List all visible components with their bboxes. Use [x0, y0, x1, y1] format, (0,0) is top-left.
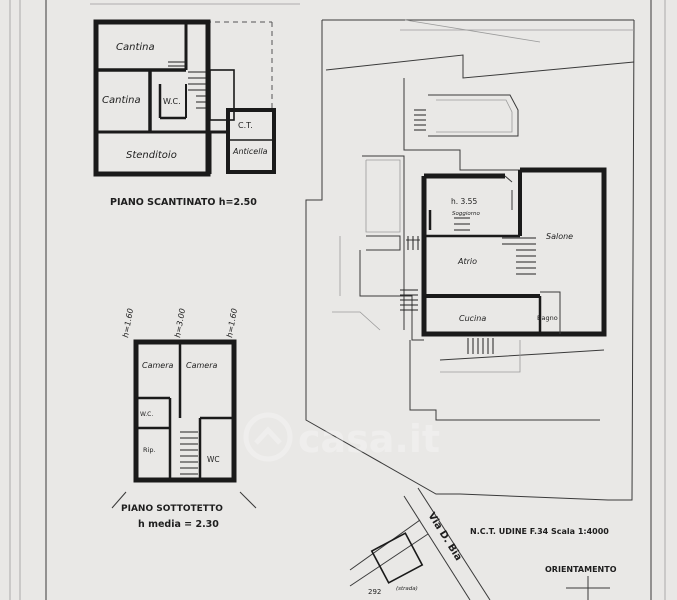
- street-label: Via D. Bia: [425, 511, 463, 563]
- height-label: h=1.60: [121, 308, 135, 339]
- attic-height-caption: h media = 2.30: [138, 519, 219, 530]
- room-label: Camera: [186, 361, 217, 370]
- room-label: Camera: [142, 361, 173, 370]
- kitchen-step-icon: [467, 338, 494, 354]
- room-label: Rip.: [143, 446, 156, 454]
- basement-caption: PIANO SCANTINATO h=2.50: [110, 197, 257, 208]
- watermark: casa.it: [243, 412, 440, 462]
- ground-entry-stair-icon: [414, 109, 426, 131]
- attic-stair-icon: [180, 431, 198, 475]
- basement-plan: Cantina Cantina W.C. C.T. Anticella Sten…: [93, 19, 276, 208]
- room-height-label: h. 3.55: [451, 197, 477, 206]
- room-label: C.T.: [238, 121, 253, 130]
- attic-plan: h=1.60 h=3.00 h=1.60 Camera Camera W.C. …: [111, 308, 257, 530]
- side-stair-icon: [400, 236, 419, 311]
- parcel-label: 292: [368, 588, 381, 596]
- parcel-note: (strada): [396, 586, 418, 592]
- room-label: Soggiorno: [452, 211, 480, 217]
- room-label: W.C.: [140, 411, 153, 418]
- orientation-label: ORIENTAMENTO: [545, 565, 617, 574]
- basement-stair-icon: [168, 61, 206, 109]
- room-label: Cucina: [459, 314, 486, 323]
- watermark-text: casa.it: [298, 417, 440, 461]
- room-label: WC: [207, 455, 220, 464]
- height-label: h=3.00: [173, 308, 187, 339]
- height-label: h=1.60: [225, 308, 239, 339]
- site-location-map: N.C.T. UDINE F.34 Scala 1:4000 Via D. Bi…: [349, 487, 617, 600]
- room-label: Anticella: [232, 147, 268, 156]
- room-label: Salone: [546, 232, 573, 241]
- room-label: Cantina: [116, 42, 155, 53]
- room-label: W.C.: [163, 97, 181, 106]
- house-logo-icon: [243, 412, 293, 462]
- room-label: Stenditoio: [126, 150, 177, 161]
- room-label: Cantina: [102, 95, 141, 106]
- room-label: Atrio: [457, 257, 477, 266]
- attic-caption: PIANO SOTTOTETTO: [121, 504, 223, 514]
- ground-site-plan: h. 3.55 Soggiorno Salone Atrio Cucina Ba…: [305, 19, 635, 501]
- sheet-frame: [9, 0, 666, 600]
- room-label: Bagno: [537, 314, 558, 322]
- atrio-stair-icon: [454, 217, 536, 275]
- cadastre-label: N.C.T. UDINE F.34 Scala 1:4000: [470, 527, 609, 536]
